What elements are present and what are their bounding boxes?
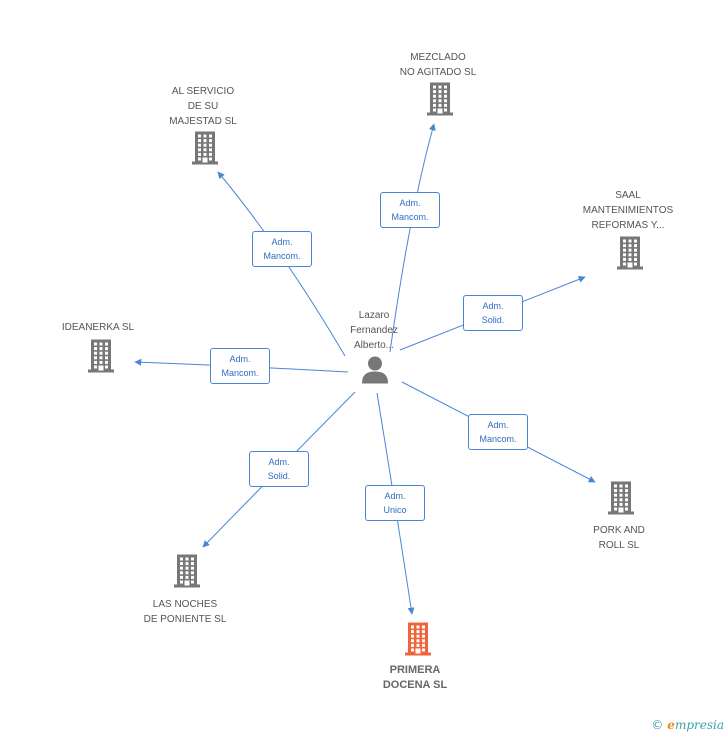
- building-icon[interactable]: [191, 131, 219, 170]
- edge-label-saal[interactable]: Adm. Solid.: [463, 295, 523, 331]
- edge-label-mezclado[interactable]: Adm. Mancom.: [380, 192, 440, 228]
- company-label-las-noches[interactable]: LAS NOCHES DE PONIENTE SL: [143, 599, 227, 625]
- company-label-primera-docena[interactable]: PRIMERA DOCENA SL: [382, 664, 448, 691]
- company-label-ideanerka[interactable]: IDEANERKA SL: [61, 322, 135, 333]
- center-person-label[interactable]: Lazaro Fernandez Alberto...: [350, 310, 398, 351]
- building-icon[interactable]: [404, 622, 432, 661]
- building-icon[interactable]: [173, 554, 201, 593]
- person-icon[interactable]: [360, 355, 390, 390]
- company-label-mezclado[interactable]: MEZCLADO NO AGITADO SL: [399, 52, 477, 78]
- edge-label-al-servicio[interactable]: Adm. Mancom.: [252, 231, 312, 267]
- building-icon[interactable]: [607, 481, 635, 520]
- edge-label-pork-and-roll[interactable]: Adm. Mancom.: [468, 414, 528, 450]
- brand-name: mpresia: [674, 718, 724, 732]
- company-label-al-servicio[interactable]: AL SERVICIO DE SU MAJESTAD SL: [169, 86, 237, 127]
- building-icon[interactable]: [616, 236, 644, 275]
- company-label-saal[interactable]: SAAL MANTENIMIENTOS REFORMAS Y...: [582, 190, 674, 231]
- copyright-symbol: ©: [651, 718, 664, 732]
- building-icon[interactable]: [426, 82, 454, 121]
- building-icon[interactable]: [87, 339, 115, 378]
- company-label-pork-and-roll[interactable]: PORK AND ROLL SL: [593, 525, 645, 551]
- brand-logo: ©empresia: [651, 718, 724, 732]
- brand-initial: e: [667, 718, 675, 732]
- edge-label-primera-docena[interactable]: Adm. Unico: [365, 485, 425, 521]
- edge-label-ideanerka[interactable]: Adm. Mancom.: [210, 348, 270, 384]
- edge-label-las-noches[interactable]: Adm. Solid.: [249, 451, 309, 487]
